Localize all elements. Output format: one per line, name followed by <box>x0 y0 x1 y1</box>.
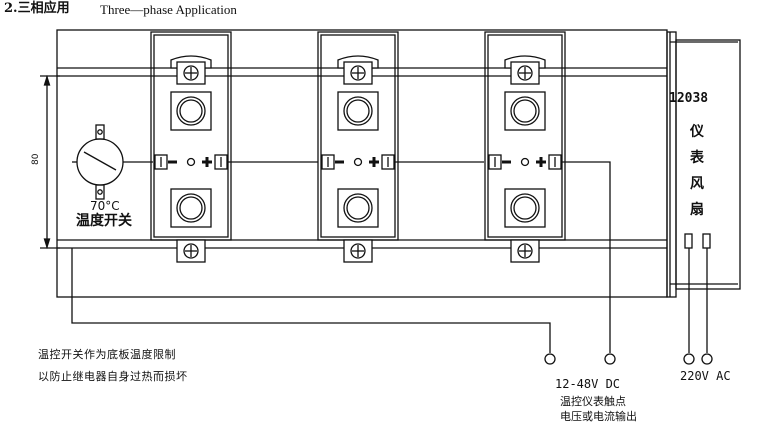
note-line: 温控开关作为底板温度限制 <box>38 348 176 361</box>
dimension-label: 80 <box>31 153 41 165</box>
dimension-line <box>40 74 60 250</box>
note-line: 以防止继电器自身过热而损坏 <box>38 370 188 383</box>
fan-name-char: 扇 <box>690 202 704 218</box>
dc-terminal-negative <box>544 353 556 365</box>
control-note-line: 温控仪表触点 <box>560 395 626 408</box>
temperature-switch <box>76 124 124 200</box>
ac-terminal-n <box>701 353 713 365</box>
control-voltage-label: 12-48V DC <box>555 377 621 391</box>
section-title: 2.三相应用 <box>4 1 70 16</box>
relay-module <box>317 31 399 263</box>
fan <box>666 31 741 298</box>
fan-supply-wiring <box>670 41 738 353</box>
relay-module <box>484 31 566 263</box>
control-note-line: 电压或电流输出 <box>560 410 637 423</box>
fan-terminal <box>684 233 693 249</box>
control-wiring <box>71 161 611 353</box>
fan-name-char: 仪 <box>690 124 704 140</box>
supply-voltage-label: 220V AC <box>680 369 731 383</box>
fan-model-label: 12038 <box>669 91 709 106</box>
ac-terminal-l <box>683 353 695 365</box>
switch-name-label: 温度开关 <box>76 213 132 229</box>
fan-name-char: 表 <box>690 150 704 166</box>
dc-terminal-positive <box>604 353 616 365</box>
fan-terminal <box>702 233 711 249</box>
relay-module <box>150 31 232 263</box>
switch-temperature-label: 70°C <box>90 199 120 213</box>
section-title-english: Three—phase Application <box>100 2 237 17</box>
fan-name-char: 风 <box>690 176 704 192</box>
